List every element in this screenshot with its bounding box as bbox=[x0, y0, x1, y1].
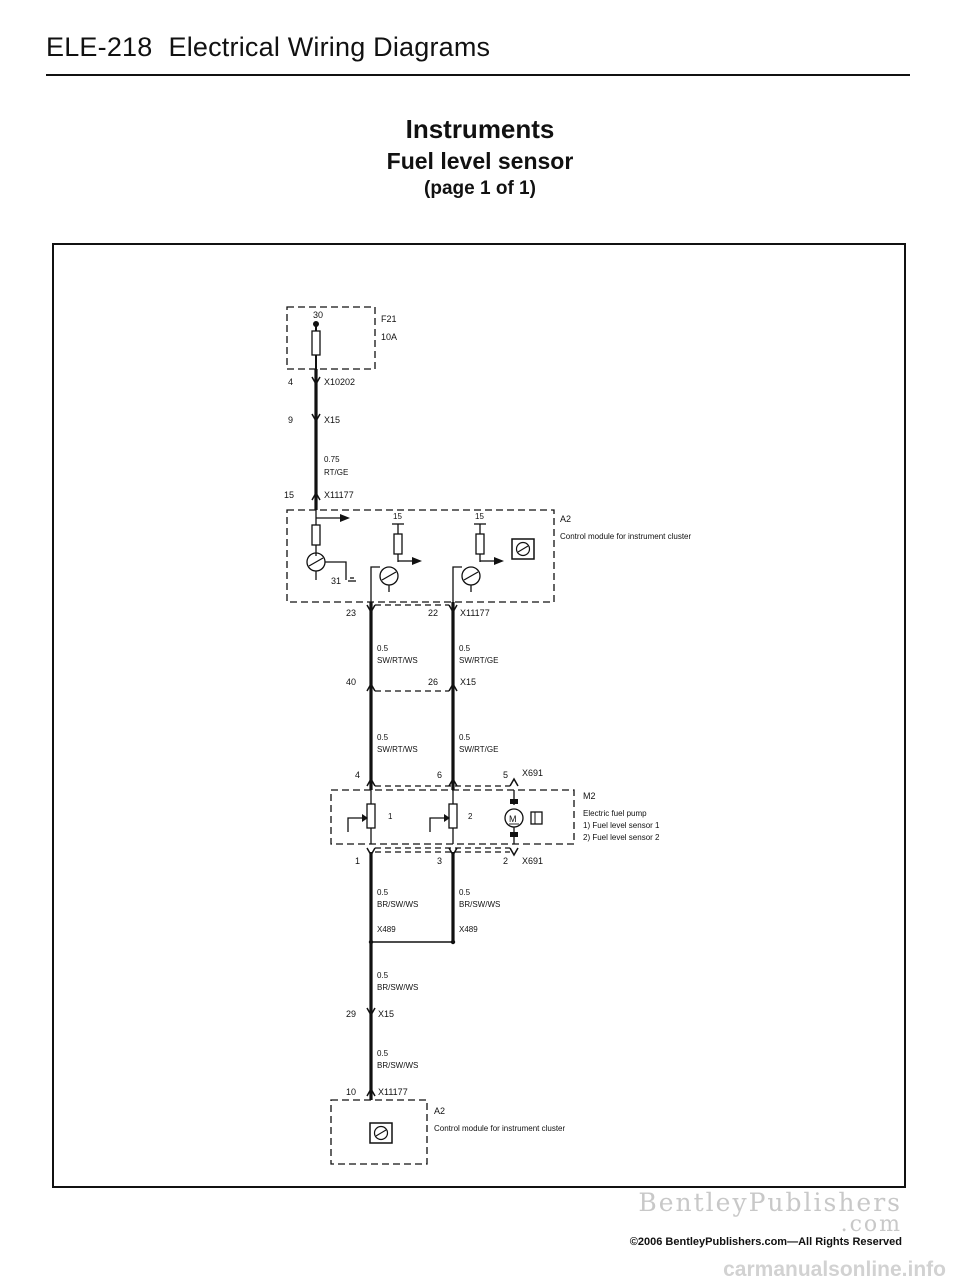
connector-x691-bottom: 1 3 2 X691 bbox=[355, 847, 543, 866]
a2-top-id: A2 bbox=[560, 514, 571, 524]
diagram-titles: Instruments Fuel level sensor (page 1 of… bbox=[0, 112, 960, 202]
site-watermark: carmanualsonline.info bbox=[723, 1258, 946, 1281]
wire-right-2-color: SW/RT/GE bbox=[459, 745, 498, 754]
x691-top-pin-left: 4 bbox=[355, 770, 360, 780]
fuse-f21: 30 F21 10A bbox=[286, 306, 397, 370]
connector-x11177-mid: 23 22 X11177 bbox=[346, 604, 490, 618]
wire-right-3-color: BR/SW/WS bbox=[459, 900, 500, 909]
a2-bottom-id: A2 bbox=[434, 1106, 445, 1116]
sensor1-potentiometer-icon bbox=[366, 803, 376, 829]
module-a2-top: A2 Control module for instrument cluster… bbox=[286, 509, 692, 603]
wire-joined-2-size: 0.5 bbox=[377, 1049, 389, 1058]
x691-top-pin-mid: 6 bbox=[437, 770, 442, 780]
wire-right-1-color: SW/RT/GE bbox=[459, 656, 498, 665]
a2-bottom-desc: Control module for instrument cluster bbox=[434, 1124, 566, 1133]
motor-label: M bbox=[509, 814, 517, 824]
connector-x11177-top: 15 X11177 bbox=[284, 490, 354, 501]
x11177-mid-pin-right: 22 bbox=[428, 608, 438, 618]
wire-left-1-size: 0.5 bbox=[377, 644, 389, 653]
fuse-rating: 10A bbox=[381, 332, 397, 342]
publisher-logo: BentleyPublishers .com bbox=[638, 1190, 902, 1237]
fuse-terminal: 30 bbox=[313, 310, 323, 320]
x11177-top-name: X11177 bbox=[324, 490, 354, 500]
wire-top-color: RT/GE bbox=[324, 468, 348, 477]
x11177-mid-pin-left: 23 bbox=[346, 608, 356, 618]
sensor2-label: 2 bbox=[468, 812, 473, 821]
fuel-pump-m2: M2 Electric fuel pump 1) Fuel level sens… bbox=[330, 789, 660, 845]
x10202-pin: 4 bbox=[288, 377, 293, 387]
x15-bottom-pin: 29 bbox=[346, 1009, 356, 1019]
x10202-name: X10202 bbox=[324, 377, 355, 387]
wire-right-2-size: 0.5 bbox=[459, 733, 471, 742]
x11177-mid-name: X11177 bbox=[460, 608, 490, 618]
x691-bottom-pin-mid: 3 bbox=[437, 856, 442, 866]
a2-pin-right: 15 bbox=[475, 512, 484, 521]
x11177-bottom-name: X11177 bbox=[378, 1087, 408, 1097]
x15-bottom-name: X15 bbox=[378, 1009, 394, 1019]
x15-mid-name: X15 bbox=[460, 677, 476, 687]
m2-sensor2: 2) Fuel level sensor 2 bbox=[583, 833, 660, 842]
publisher-logo-suffix: .com bbox=[840, 1212, 902, 1237]
x691-top-pin-right: 5 bbox=[503, 770, 508, 780]
connector-x691-top: 4 6 5 X691 bbox=[355, 768, 543, 787]
diagram-page-number: (page 1 of 1) bbox=[424, 178, 536, 199]
page-section-title: Electrical Wiring Diagrams bbox=[168, 32, 491, 62]
page-header: ELE-218 Electrical Wiring Diagrams bbox=[46, 32, 490, 63]
wire-right-1-size: 0.5 bbox=[459, 644, 471, 653]
splice-x489: X489 X489 bbox=[368, 925, 478, 945]
connector-x15-top: 9 X15 bbox=[288, 413, 340, 425]
x11177-top-pin: 15 bbox=[284, 490, 294, 500]
x691-top-name: X691 bbox=[522, 768, 543, 778]
wire-left-3-size: 0.5 bbox=[377, 888, 389, 897]
connector-x15-mid: 40 26 X15 bbox=[346, 677, 476, 692]
a2-top-desc: Control module for instrument cluster bbox=[560, 532, 692, 541]
wire-right-3-size: 0.5 bbox=[459, 888, 471, 897]
m2-id: M2 bbox=[583, 791, 596, 801]
sensor2-potentiometer-icon bbox=[448, 803, 458, 829]
diagram-frame bbox=[52, 243, 906, 1188]
a2-pin-left: 15 bbox=[393, 512, 402, 521]
fuse-icon bbox=[311, 330, 321, 356]
wire-left-1-color: SW/RT/WS bbox=[377, 656, 418, 665]
resistor-icon bbox=[311, 524, 321, 546]
x15-top-pin: 9 bbox=[288, 415, 293, 425]
m2-sensor1: 1) Fuel level sensor 1 bbox=[583, 821, 660, 830]
x489-right-name: X489 bbox=[459, 925, 478, 934]
x691-bottom-pin-right: 2 bbox=[503, 856, 508, 866]
header-rule bbox=[46, 74, 910, 76]
module-a2-bottom: A2 Control module for instrument cluster bbox=[330, 1099, 566, 1165]
x489-left-name: X489 bbox=[377, 925, 396, 934]
diagram-subtitle: Fuel level sensor bbox=[386, 148, 574, 174]
x691-bottom-pin-left: 1 bbox=[355, 856, 360, 866]
wire-top-size: 0.75 bbox=[324, 455, 340, 464]
wire-left-3-color: BR/SW/WS bbox=[377, 900, 418, 909]
wire-joined-1-size: 0.5 bbox=[377, 971, 389, 980]
wire-left-2-size: 0.5 bbox=[377, 733, 389, 742]
sensor1-label: 1 bbox=[388, 812, 393, 821]
pump-icon bbox=[530, 811, 543, 825]
x691-bottom-name: X691 bbox=[522, 856, 543, 866]
x11177-bottom-pin: 10 bbox=[346, 1087, 356, 1097]
wire-joined-1-color: BR/SW/WS bbox=[377, 983, 418, 992]
fuse-name: F21 bbox=[381, 314, 397, 324]
page-code: ELE-218 bbox=[46, 32, 153, 62]
publisher-logo-text: BentleyPublishers bbox=[638, 1188, 902, 1217]
wire-joined-2-color: BR/SW/WS bbox=[377, 1061, 418, 1070]
a2-ground-label: 31 bbox=[331, 576, 341, 586]
copyright-notice: ©2006 BentleyPublishers.com—All Rights R… bbox=[629, 1236, 902, 1248]
x15-top-name: X15 bbox=[324, 415, 340, 425]
x15-mid-pin-left: 40 bbox=[346, 677, 356, 687]
wire-left-2-color: SW/RT/WS bbox=[377, 745, 418, 754]
connector-x11177-bottom: 10 X11177 bbox=[346, 1087, 408, 1097]
m2-name: Electric fuel pump bbox=[583, 809, 647, 818]
connector-x15-bottom: 29 X15 bbox=[346, 1007, 394, 1019]
connector-x10202: 4 X10202 bbox=[288, 376, 355, 387]
diagram-title: Instruments bbox=[405, 114, 555, 144]
x15-mid-pin-right: 26 bbox=[428, 677, 438, 687]
